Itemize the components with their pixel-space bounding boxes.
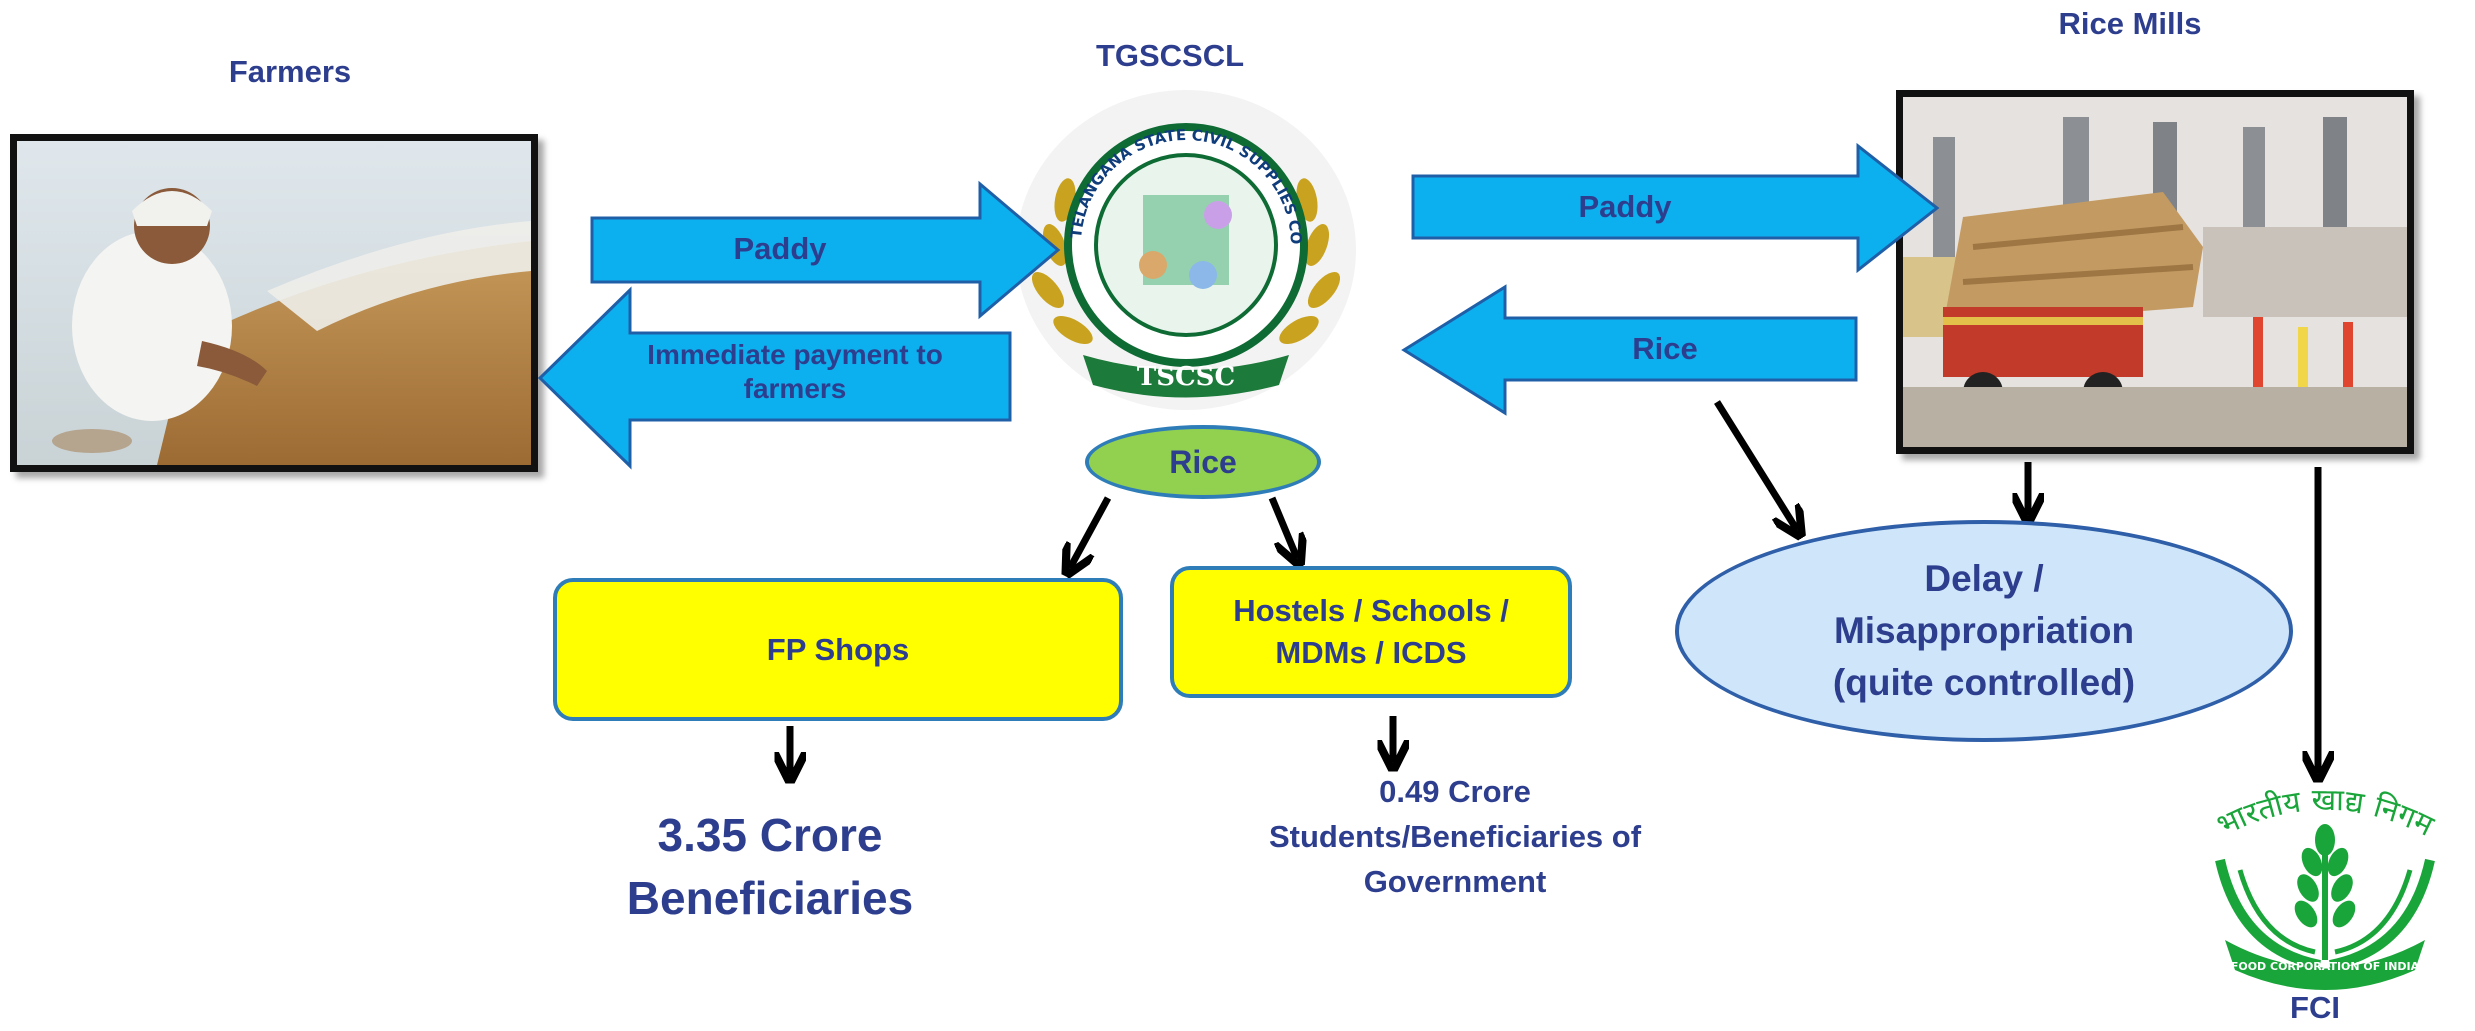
rice-from-mills-label: Rice (1632, 331, 1698, 366)
fp-shops-box: FP Shops (553, 578, 1123, 721)
rice-from-mills-arrow (1401, 284, 1858, 416)
rice-mills-photo (1896, 90, 2414, 454)
tgscscl-heading: TGSCSCL (1095, 38, 1245, 73)
fp-beneficiaries-text: 3.35 Crore Beneficiaries (626, 809, 914, 925)
hostel-beneficiaries-text: 0.49 Crore Students/Beneficiaries of Gov… (1268, 774, 1642, 899)
paddy-to-tgscscl-arrow (590, 180, 1061, 320)
payment-to-farmers-arrow (537, 286, 1012, 470)
delay-misappropriation-oval: Delay / Misappropriation (quite controll… (1675, 520, 2293, 742)
connector-rice-to-fpshops (1070, 496, 1112, 568)
paddy-to-mills-arrow (1411, 142, 1940, 274)
tscsc-logo: TELANGANA STATE CIVIL SUPPLIES CORPORATI… (997, 71, 1369, 420)
payment-to-farmers-label: Immediate payment to farmers (647, 339, 943, 404)
farmers-photo (10, 134, 538, 472)
rice-oval: Rice (1085, 425, 1321, 499)
hostels-box: Hostels / Schools / MDMs / ICDS (1170, 566, 1572, 698)
fci-heading: FCI (2290, 990, 2340, 1025)
paddy-to-mills-label: Paddy (1578, 189, 1672, 224)
connector-mill-arrow-to-delay (1714, 400, 1797, 530)
tscsc-banner-text: TSCSC (1137, 362, 1235, 392)
paddy-to-tgscscl-label: Paddy (733, 231, 827, 266)
farmers-heading: Farmers (228, 54, 352, 89)
connector-rice-to-hostels (1268, 496, 1297, 558)
fci-ribbon-text: FOOD CORPORATION OF INDIA (2231, 960, 2420, 973)
rice-mills-heading: Rice Mills (2058, 6, 2202, 41)
fci-logo: भारतीय खाद्य निगम FOOD CORPORATION OF IN… (2180, 780, 2470, 995)
